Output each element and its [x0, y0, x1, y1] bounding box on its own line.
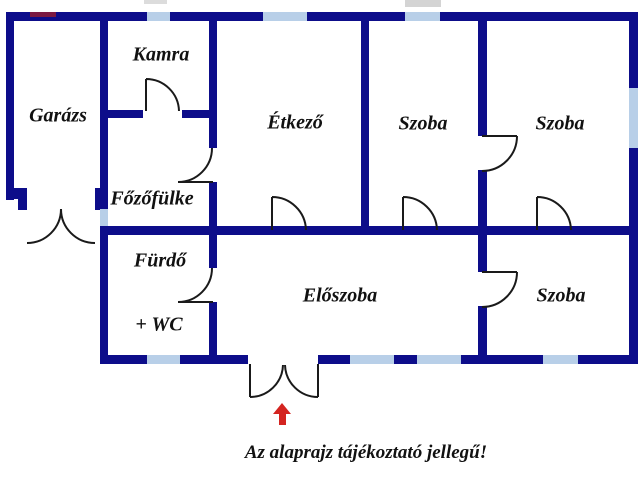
- wall-left: [6, 12, 14, 200]
- wall-bathroom-right-upper: [209, 226, 217, 268]
- wall-kitchenette-right: [209, 182, 217, 235]
- door-room-top-middle: [402, 196, 438, 231]
- window-garage-kitchenette: [100, 209, 108, 226]
- window-top-room: [405, 12, 440, 21]
- disclaimer-text: Az alaprajz tájékoztató jellegű!: [244, 442, 488, 463]
- wall-pantry-bottom-left: [100, 110, 143, 118]
- room-label-room-bottom-right: Szoba: [536, 284, 586, 307]
- window-right-room: [629, 88, 638, 148]
- door-dining: [271, 196, 307, 231]
- entrance-arrow-icon: [273, 403, 291, 425]
- window-bottom-hallway-1: [350, 355, 394, 364]
- room-label-garage: Garázs: [29, 104, 87, 127]
- wall-pantry-bottom-right: [182, 110, 217, 118]
- wall-bathroom-left: [100, 226, 108, 364]
- wall-pantry-right: [209, 12, 217, 148]
- artifact-red-dash: [30, 12, 56, 17]
- door-kitchenette: [177, 147, 213, 183]
- room-label-room-top-middle: Szoba: [398, 112, 448, 135]
- door-room-top-right: [536, 196, 572, 231]
- door-pantry: [145, 78, 180, 112]
- room-label-hallway: Előszoba: [302, 284, 378, 307]
- room-label-room-top-right: Szoba: [535, 112, 585, 135]
- room-label-kitchenette: Főzőfülke: [110, 187, 194, 210]
- door-between-rooms: [481, 135, 518, 172]
- entrance-double-door: [249, 364, 319, 398]
- room-label-bathroom-wc: + WC: [135, 313, 183, 336]
- door-bathroom: [177, 267, 213, 303]
- garage-double-door: [26, 208, 96, 244]
- garage-door-jamb-left: [18, 188, 27, 210]
- wall-middle: [100, 226, 638, 235]
- room-label-pantry: Kamra: [132, 43, 190, 66]
- artifact-grey-dash-1: [144, 0, 167, 4]
- room-label-bathroom: Fürdő: [133, 249, 187, 272]
- artifact-grey-dash-2: [405, 0, 441, 7]
- window-top-pantry: [147, 12, 170, 21]
- window-bottom-room: [543, 355, 578, 364]
- window-bottom-bathroom: [147, 355, 180, 364]
- wall-rooms-divider-lower: [478, 306, 487, 364]
- room-label-dining: Étkező: [267, 111, 323, 134]
- wall-right: [629, 12, 638, 364]
- garage-door-jamb-right: [95, 188, 104, 210]
- window-bottom-hallway-2: [417, 355, 461, 364]
- window-top-dining: [263, 12, 307, 21]
- wall-garage-bottom: [6, 188, 27, 199]
- door-room-bottom-right: [481, 271, 518, 308]
- wall-rooms-divider-upper: [478, 12, 487, 136]
- wall-top: [6, 12, 638, 21]
- wall-bathroom-right-lower: [209, 302, 217, 364]
- wall-rooms-divider-mid: [478, 170, 487, 272]
- wall-dining-right: [361, 12, 369, 235]
